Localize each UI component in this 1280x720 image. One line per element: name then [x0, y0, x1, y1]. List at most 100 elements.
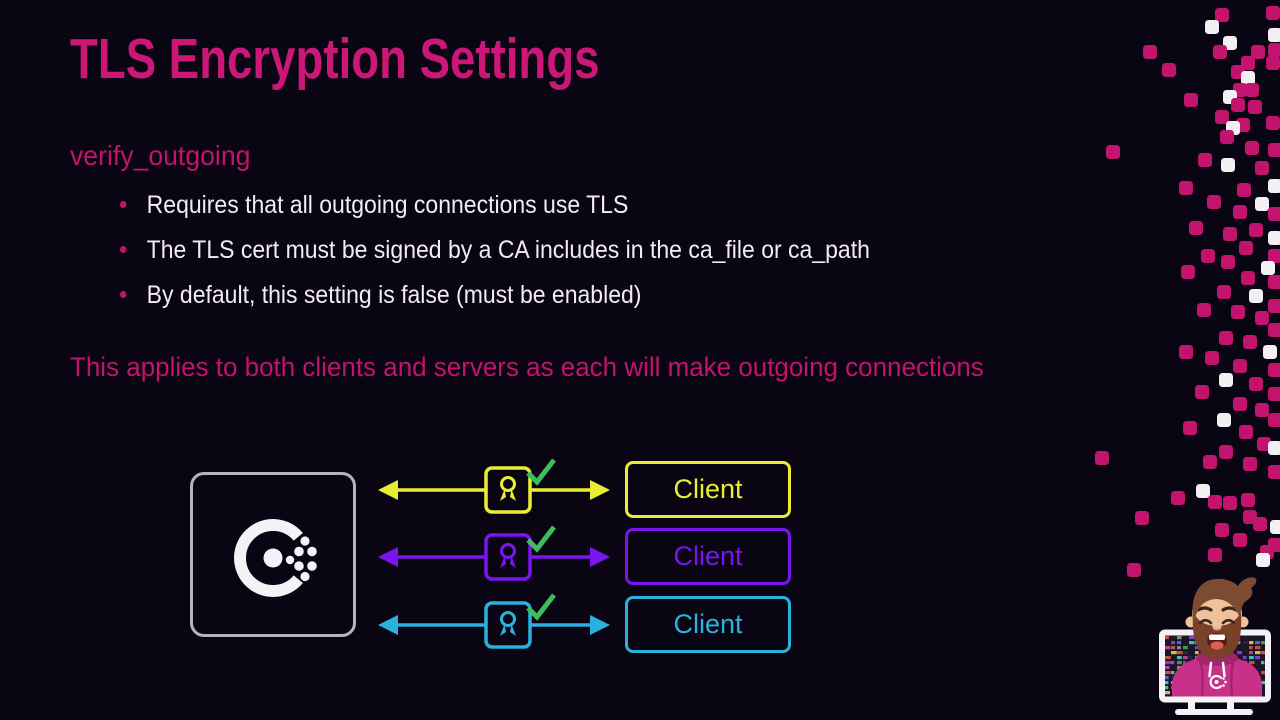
pixel-square	[1223, 227, 1237, 241]
pixel-square	[1135, 511, 1149, 525]
pixel-square	[1241, 71, 1255, 85]
pixel-square	[1266, 6, 1280, 20]
pixel-square	[1231, 305, 1245, 319]
server-node	[190, 472, 356, 637]
pixel-square	[1243, 510, 1257, 524]
pixel-square	[1266, 56, 1280, 70]
pixel-square	[1268, 275, 1280, 289]
pixel-square	[1251, 45, 1265, 59]
pixel-square	[1268, 231, 1280, 245]
pixel-square	[1239, 241, 1253, 255]
bullet-dot-icon	[120, 201, 127, 208]
pixel-square	[1189, 221, 1203, 235]
pixel-square	[1260, 545, 1274, 559]
client-node: Client	[625, 596, 791, 653]
pixel-square	[1217, 285, 1231, 299]
bullet-list: Requires that all outgoing connections u…	[120, 190, 870, 310]
pixel-square	[1268, 249, 1280, 263]
pixel-square	[1184, 93, 1198, 107]
pixel-square	[1205, 20, 1219, 34]
pixel-square	[1243, 457, 1257, 471]
pixel-square	[1239, 425, 1253, 439]
bullet-dot-icon	[120, 291, 127, 298]
setting-name: verify_outgoing	[70, 140, 251, 171]
pixel-square	[1241, 271, 1255, 285]
pixel-square	[1268, 441, 1280, 455]
pixel-square	[1268, 179, 1280, 193]
check-icon	[526, 458, 556, 486]
pixel-square	[1245, 83, 1259, 97]
page-title: TLS Encryption Settings	[70, 27, 600, 91]
client-node: Client	[625, 461, 791, 518]
pixel-square	[1268, 413, 1280, 427]
bullet-text: By default, this setting is false (must …	[146, 281, 642, 309]
pixel-square	[1253, 517, 1267, 531]
pixel-square	[1215, 8, 1229, 22]
client-node: Client	[625, 528, 791, 585]
pixel-square	[1106, 145, 1120, 159]
pixel-square	[1257, 437, 1271, 451]
pixel-square	[1243, 335, 1257, 349]
pixel-square	[1268, 43, 1280, 57]
connection-row: Client	[374, 580, 791, 670]
pixel-square	[1196, 484, 1210, 498]
pixel-square	[1207, 195, 1221, 209]
tls-connection-arrow	[378, 525, 610, 581]
pixel-square	[1231, 65, 1245, 79]
bullet-item: Requires that all outgoing connections u…	[120, 190, 870, 220]
pixel-square	[1255, 197, 1269, 211]
connection-row: Client	[374, 445, 791, 535]
bullet-item: The TLS cert must be signed by a CA incl…	[120, 235, 870, 265]
pixel-square	[1268, 299, 1280, 313]
pixel-square	[1268, 465, 1280, 479]
certificate-icon	[500, 543, 516, 568]
pixel-square	[1221, 158, 1235, 172]
pixel-square	[1268, 387, 1280, 401]
pixel-square	[1233, 533, 1247, 547]
webcam-avatar-overlay	[1159, 577, 1271, 715]
pixel-square	[1208, 495, 1222, 509]
pixel-square	[1208, 548, 1222, 562]
pixel-square	[1223, 90, 1237, 104]
pixel-square	[1248, 100, 1262, 114]
pixel-square	[1162, 63, 1176, 77]
pixel-square	[1205, 351, 1219, 365]
check-icon	[526, 593, 556, 621]
pixel-square	[1237, 183, 1251, 197]
tls-connection-arrow	[378, 593, 610, 649]
pixel-square	[1241, 493, 1255, 507]
pixel-square	[1249, 223, 1263, 237]
pixel-square	[1179, 181, 1193, 195]
pixel-square	[1219, 445, 1233, 459]
pixel-square	[1255, 311, 1269, 325]
consul-logo-icon	[234, 519, 317, 597]
pixel-square	[1181, 265, 1195, 279]
pixel-square	[1263, 345, 1277, 359]
certificate-icon	[500, 611, 516, 636]
pixel-square	[1213, 45, 1227, 59]
pixel-square	[1233, 205, 1247, 219]
pixel-square	[1268, 363, 1280, 377]
pixel-square	[1220, 130, 1234, 144]
pixel-square	[1255, 161, 1269, 175]
pixel-square	[1143, 45, 1157, 59]
pixel-square	[1261, 261, 1275, 275]
pixel-square	[1179, 345, 1193, 359]
bullet-text: The TLS cert must be signed by a CA incl…	[146, 236, 870, 264]
pixel-square	[1249, 289, 1263, 303]
pixel-square	[1217, 413, 1231, 427]
pixel-square	[1268, 28, 1280, 42]
pixel-square	[1215, 110, 1229, 124]
pixel-square	[1183, 421, 1197, 435]
pixel-square	[1127, 563, 1141, 577]
pixel-square	[1236, 118, 1250, 132]
note-text: This applies to both clients and servers…	[70, 352, 984, 382]
pixel-square	[1223, 496, 1237, 510]
pixel-square	[1241, 56, 1255, 70]
pixel-square	[1233, 83, 1247, 97]
pixel-square	[1231, 98, 1245, 112]
pixel-square	[1221, 255, 1235, 269]
pixel-square	[1195, 385, 1209, 399]
pixel-square	[1219, 331, 1233, 345]
pixel-square	[1233, 397, 1247, 411]
